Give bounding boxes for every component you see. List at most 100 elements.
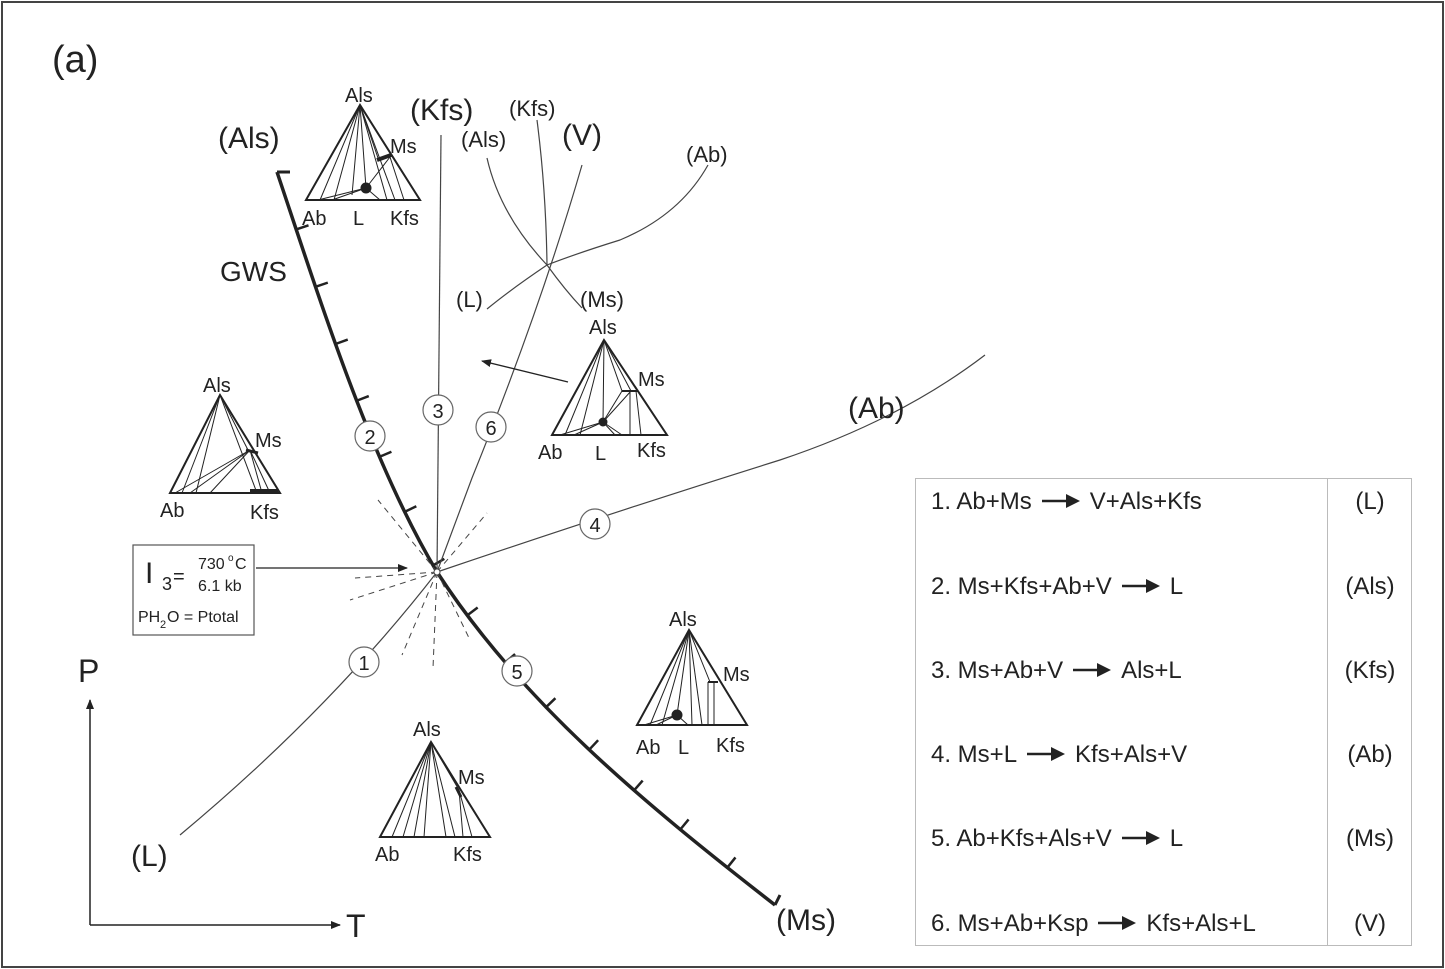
legend-divider <box>1327 479 1328 945</box>
svg-text:Kfs: Kfs <box>390 208 419 230</box>
secondary-ab-label: (Ab) <box>686 142 728 167</box>
invariant-temp-unit: C <box>235 556 247 573</box>
svg-text:Als: Als <box>203 375 231 397</box>
reaction-arrow-icon <box>1121 578 1160 593</box>
svg-text:Ms: Ms <box>390 136 417 158</box>
secondary-invariant-curves <box>486 119 709 310</box>
solidus-tick <box>432 557 445 567</box>
reaction-number-3: 3 <box>422 394 454 426</box>
compatibility-triangle-4: Als Ms Ab L Kfs <box>635 609 750 759</box>
ab-absent-curve-label: (Ab) <box>848 392 905 425</box>
reaction-number-4: 4 <box>579 508 611 540</box>
svg-text:Als: Als <box>669 609 697 631</box>
temperature-axis-label: T <box>346 908 366 944</box>
products: V+Als+Kfs <box>1089 488 1202 515</box>
reaction-number-6: 6 <box>475 411 507 443</box>
secondary-als-label: (Als) <box>461 127 506 152</box>
reaction-equation: 6. Ms+Ab+Ksp Kfs+Als+L <box>931 910 1256 938</box>
reaction-arrow-icon <box>1121 830 1160 845</box>
invariant-point-box: I 3 = 730 o C 6.1 kb PH 2 O = Ptotal <box>132 544 255 636</box>
svg-text:L: L <box>353 208 364 230</box>
reaction-equation: 4. Ms+L Kfs+Als+V <box>931 741 1187 769</box>
absent-phase: (Ab) <box>1347 741 1393 768</box>
absent-phase: (Kfs) <box>1344 657 1396 684</box>
solidus-tick <box>356 394 370 402</box>
svg-text:Kfs: Kfs <box>716 735 745 757</box>
secondary-v-label: (V) <box>562 119 602 152</box>
solidus-tick <box>335 338 349 346</box>
reaction-4-curve <box>436 354 986 573</box>
solidus-tick <box>679 818 690 831</box>
secondary-kfs-label: (Kfs) <box>509 96 555 121</box>
reaction-number-1: 1 <box>348 646 380 678</box>
svg-text:Ab: Ab <box>160 500 184 522</box>
absent-phase: (L) <box>1355 488 1385 515</box>
gws-label: GWS <box>220 256 287 287</box>
reaction-6-curve <box>436 164 583 573</box>
absent-phase: (V) <box>1354 910 1386 937</box>
granite-wet-solidus-curve <box>275 171 777 907</box>
svg-text:L: L <box>678 737 689 759</box>
svg-text:Ms: Ms <box>458 767 485 789</box>
kfs-absent-curve-label: (Kfs) <box>410 94 473 127</box>
svg-text:Kfs: Kfs <box>250 502 279 524</box>
reaction-arrow-icon <box>1073 662 1112 677</box>
svg-text:Kfs: Kfs <box>637 440 666 462</box>
svg-text:6: 6 <box>485 418 496 440</box>
reactants: 4. Ms+L <box>931 741 1018 768</box>
svg-text:Kfs: Kfs <box>453 844 482 866</box>
svg-text:Als: Als <box>589 317 617 339</box>
reactants: 6. Ms+Ab+Ksp <box>931 910 1089 937</box>
water-condition-pre: PH <box>138 609 160 626</box>
svg-text:L: L <box>595 443 606 465</box>
l-absent-curve-label: (L) <box>131 840 168 873</box>
reaction-equation: 5. Ab+Kfs+Als+V L <box>931 825 1183 853</box>
secondary-l-label: (L) <box>456 287 483 312</box>
svg-text:Als: Als <box>345 85 373 107</box>
reactants: 5. Ab+Kfs+Als+V <box>931 825 1112 852</box>
solidus-tick <box>726 856 737 869</box>
ms-absent-curve-label: (Ms) <box>776 904 836 937</box>
reaction-number-5: 5 <box>501 655 533 687</box>
reactants: 2. Ms+Kfs+Ab+V <box>931 573 1112 600</box>
svg-text:5: 5 <box>511 662 522 684</box>
svg-text:1: 1 <box>358 653 369 675</box>
metastable-extensions <box>349 499 488 669</box>
panel-label: (a) <box>52 39 98 81</box>
als-absent-curve-label: (Als) <box>218 122 280 155</box>
invariant-equals: = <box>173 566 185 588</box>
invariant-degree: o <box>228 553 234 564</box>
svg-text:Ms: Ms <box>255 430 282 452</box>
products: Kfs+Als+L <box>1146 910 1256 937</box>
svg-text:4: 4 <box>589 515 600 537</box>
svg-text:Als: Als <box>413 719 441 741</box>
svg-text:Ab: Ab <box>302 208 326 230</box>
solidus-tick <box>588 739 600 751</box>
compatibility-triangle-5: Als Ms Ab Kfs <box>375 719 492 866</box>
invariant-point <box>433 568 441 576</box>
solidus-tick <box>545 697 557 709</box>
svg-text:Ab: Ab <box>636 737 660 759</box>
invariant-temperature: 730 <box>198 556 225 573</box>
solidus-tick <box>315 281 329 289</box>
solidus-tick <box>466 606 479 617</box>
products: Kfs+Als+V <box>1075 741 1188 768</box>
solidus-tick <box>295 224 309 231</box>
compatibility-triangle-3: Als Ms Ab L Kfs <box>538 317 669 465</box>
products: L <box>1169 825 1184 852</box>
reaction-arrow-icon <box>1041 493 1080 508</box>
solidus-tick <box>378 450 392 458</box>
products: Als+L <box>1121 657 1182 684</box>
svg-text:3: 3 <box>432 401 443 423</box>
compatibility-triangle-1: Als Ms Ab L Kfs <box>302 85 422 230</box>
